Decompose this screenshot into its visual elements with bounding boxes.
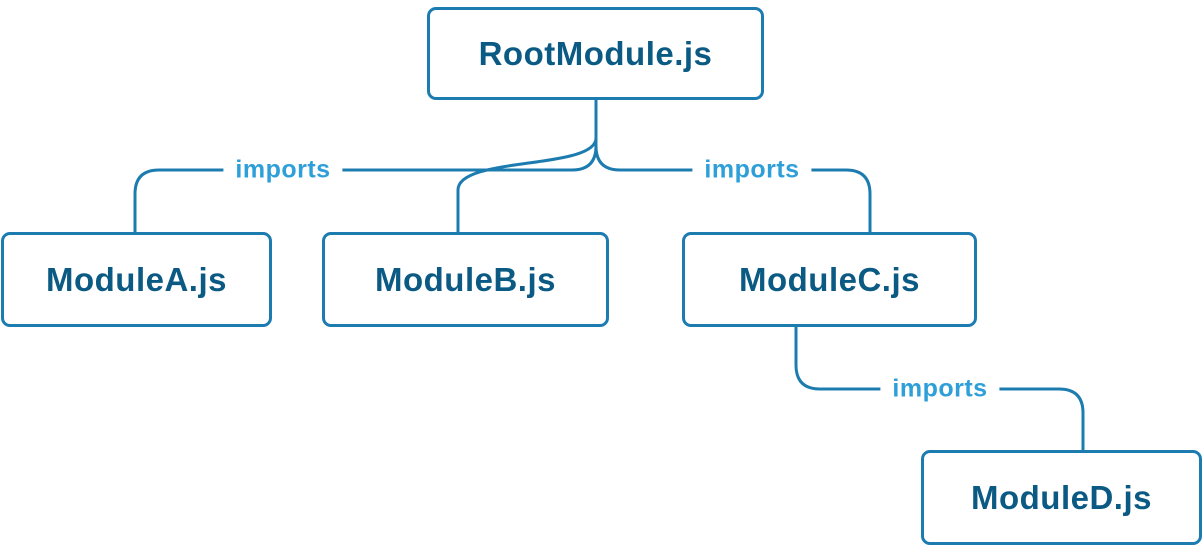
node-module-b-label: ModuleB.js	[374, 260, 556, 298]
edge-label-imports-root-c: imports	[692, 155, 812, 185]
node-module-d-label: ModuleD.js	[970, 478, 1152, 516]
edge-root-to-module-a	[133, 100, 598, 232]
edge-label-imports-c-d: imports	[880, 374, 1000, 404]
edge-label-imports-root-a: imports	[223, 155, 343, 185]
node-rootmodule: RootModule.js	[427, 7, 764, 100]
node-module-d: ModuleD.js	[921, 450, 1202, 545]
node-module-c-label: ModuleC.js	[738, 260, 920, 298]
node-rootmodule-label: RootModule.js	[478, 34, 713, 72]
node-module-c: ModuleC.js	[682, 232, 977, 327]
edge-root-to-module-b	[456, 100, 598, 232]
node-module-a: ModuleA.js	[1, 232, 272, 327]
node-module-b: ModuleB.js	[322, 232, 609, 327]
node-module-a-label: ModuleA.js	[45, 260, 227, 298]
